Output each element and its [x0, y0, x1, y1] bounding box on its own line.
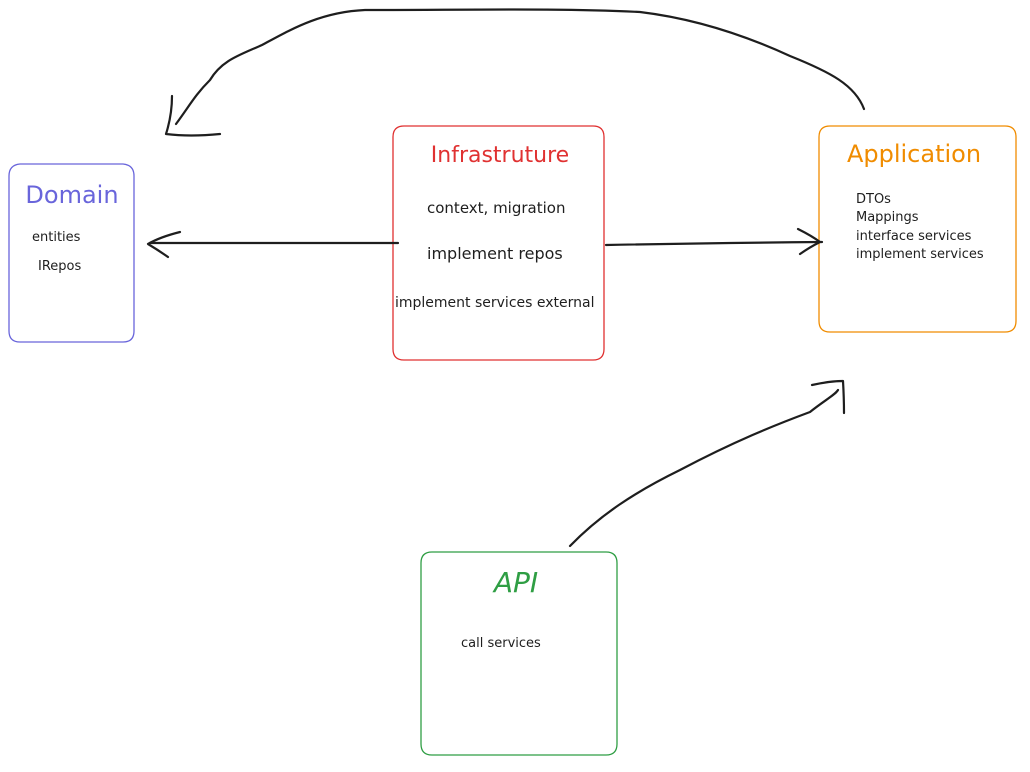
api-box-border: [420, 551, 618, 756]
api-box: API call services: [420, 551, 618, 756]
infrastructure-item: implement services external: [395, 295, 594, 311]
domain-box-border: [8, 163, 135, 343]
infrastructure-title: Infrastruture: [431, 143, 569, 168]
arrow-infrastructure-to-domain: [146, 230, 400, 259]
application-item: DTOs: [856, 192, 891, 207]
domain-item: entities: [32, 230, 81, 245]
arrow-line: [174, 8, 866, 126]
infrastructure-item: implement repos: [427, 244, 563, 263]
application-title: Application: [847, 140, 981, 168]
arrow-api-to-application: [568, 379, 846, 548]
application-box: Application DTOs Mappings interface serv…: [818, 125, 1017, 333]
application-item: implement services: [856, 247, 984, 262]
application-item: interface services: [856, 229, 972, 244]
arrow-line: [568, 388, 840, 548]
domain-title: Domain: [25, 181, 118, 209]
arrow-head: [146, 230, 182, 259]
application-box-border: [818, 125, 1017, 333]
infrastructure-item: context, migration: [427, 199, 565, 217]
infrastructure-box: Infrastruture context, migration impleme…: [392, 125, 605, 361]
domain-item: IRepos: [38, 259, 81, 274]
domain-box: Domain entities IRepos: [8, 163, 135, 343]
arrow-line: [604, 240, 824, 247]
arrow-application-to-domain: [164, 8, 866, 137]
api-item: call services: [461, 636, 541, 651]
arrow-head: [164, 94, 222, 137]
arrow-infrastructure-to-application: [604, 227, 824, 256]
api-title: API: [492, 566, 538, 599]
arrow-head: [796, 227, 822, 256]
arrow-head: [810, 379, 846, 415]
application-item: Mappings: [856, 210, 919, 225]
infrastructure-box-border: [392, 125, 605, 361]
